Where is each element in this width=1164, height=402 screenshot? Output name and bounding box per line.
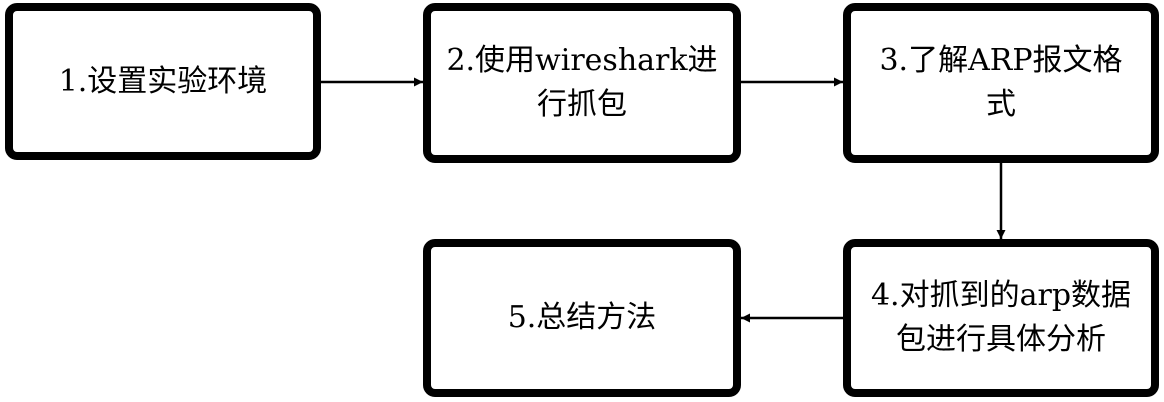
step-3-box: 3.了解ARP报文格式 [843, 3, 1159, 163]
step-5-label: 5.总结方法 [507, 300, 657, 335]
step-2-box: 2.使用wireshark进行抓包 [423, 3, 741, 163]
step-1-label: 1.设置实验环境 [58, 63, 268, 99]
step-3-label: 3.了解ARP报文格式 [879, 43, 1123, 122]
step-1-box: 1.设置实验环境 [5, 3, 321, 160]
step-4-label: 4.对抓到的arp数据包进行具体分析 [870, 278, 1132, 357]
step-2-label: 2.使用wireshark进行抓包 [446, 43, 718, 122]
step-5-box: 5.总结方法 [423, 239, 741, 397]
step-4-box: 4.对抓到的arp数据包进行具体分析 [843, 239, 1159, 397]
